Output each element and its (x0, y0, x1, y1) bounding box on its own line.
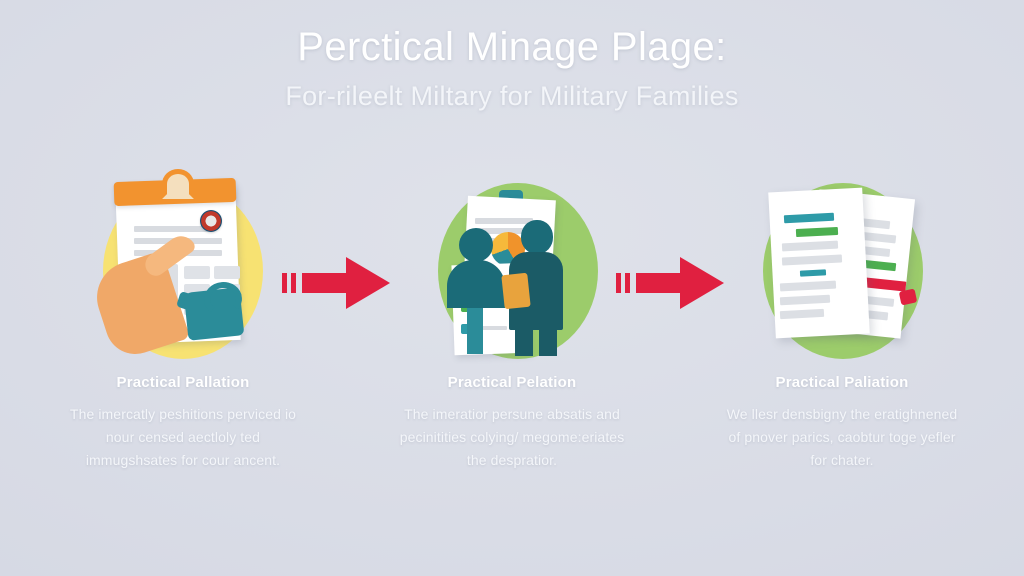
steps-row (0, 169, 1024, 363)
step-2-caption: Practical Pelation The imeratior persune… (367, 374, 657, 472)
step-1-icon-group (87, 169, 275, 363)
step-1-body: The imercatly peshitions perviced io nou… (69, 406, 297, 469)
clipboard-checklist-icon (87, 169, 275, 363)
step-3-icon-group (750, 178, 935, 363)
consultation-people-icon (425, 178, 610, 363)
header: Perctical Minage Plage: For-rileelt Milt… (0, 22, 1024, 114)
step-2-heading: Practical Pelation (447, 374, 577, 391)
step-2-icon-group (425, 178, 610, 363)
briefcase-icon (501, 272, 531, 310)
page-subtitle: For-rileelt Miltary for Military Familie… (285, 81, 739, 111)
step-3-heading: Practical Paliation (775, 374, 909, 391)
step-3-caption: Practical Paliation We llesr densbigny t… (697, 374, 987, 472)
official-seal-icon (200, 210, 222, 232)
highlighted-documents-icon (750, 178, 935, 363)
step-2-body: The imeratior persune absatis and pecini… (399, 406, 625, 469)
step-3-body: We llesr densbigny the eratighnened of p… (726, 406, 958, 469)
step-1-caption: Practical Pallation The imercatly peshit… (38, 374, 328, 472)
step-1-heading: Practical Pallation (116, 374, 250, 391)
red-marker-icon (898, 288, 918, 306)
captions-row: Practical Pallation The imercatly peshit… (0, 374, 1024, 514)
page-title: Perctical Minage Plage: (297, 25, 727, 69)
arrow-step-2-to-3 (616, 256, 726, 310)
arrow-step-1-to-2 (282, 256, 392, 310)
